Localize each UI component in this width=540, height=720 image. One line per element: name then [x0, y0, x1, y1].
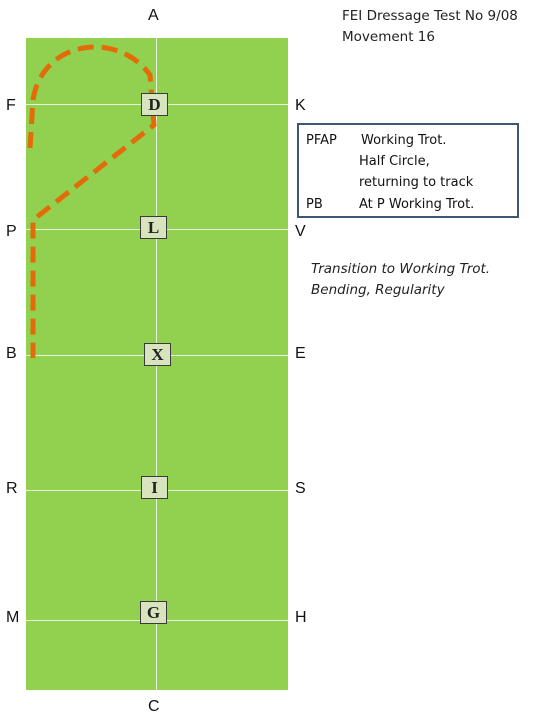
arena-letter-h: H: [295, 609, 307, 626]
test-title: FEI Dressage Test No 9/08 Movement 16: [342, 6, 518, 48]
movement-code-pfap: PFAP: [306, 133, 337, 148]
marker-l: L: [140, 216, 167, 239]
arena-letter-v: V: [295, 223, 306, 240]
movement-text2: At P Working Trot.: [359, 197, 475, 212]
movement-text1-line3: returning to track: [359, 175, 474, 190]
judging-note-line1: Transition to Working Trot.: [311, 261, 491, 277]
test-title-line2: Movement 16: [342, 29, 435, 45]
marker-x: X: [144, 343, 171, 366]
marker-g: G: [140, 601, 167, 624]
arena-letter-b: B: [6, 345, 17, 362]
movement-code-pb: PB: [306, 197, 323, 212]
arena-letter-c: C: [148, 698, 160, 715]
marker-i: I: [141, 476, 168, 499]
test-title-line1: FEI Dressage Test No 9/08: [342, 8, 518, 24]
movement-box: PFAP Working Trot. Half Circle, returnin…: [297, 123, 519, 218]
arena-letter-m: M: [6, 609, 20, 626]
movement-text1-line2: Half Circle,: [359, 154, 430, 169]
judging-note: Transition to Working Trot. Bending, Reg…: [311, 259, 490, 301]
arena-letter-p: P: [6, 223, 17, 240]
arena-letter-e: E: [295, 345, 306, 362]
marker-d: D: [141, 93, 168, 116]
arena-letter-a: A: [148, 7, 159, 24]
arena-letter-r: R: [6, 480, 18, 497]
half-circle-path: [27, 44, 157, 358]
arena-letter-s: S: [295, 480, 306, 497]
movement-text1-line1: Working Trot.: [361, 133, 447, 148]
arena-letter-k: K: [295, 97, 306, 114]
arena-letter-f: F: [6, 97, 16, 114]
judging-note-line2: Bending, Regularity: [311, 282, 445, 298]
